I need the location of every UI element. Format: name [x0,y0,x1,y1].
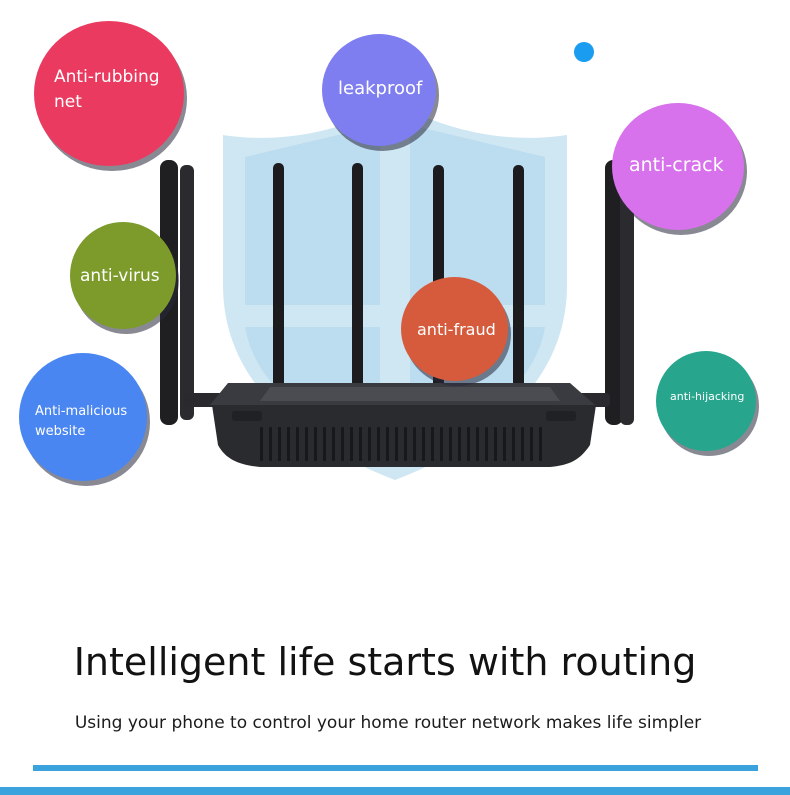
anti-hijacking-label: anti-hijacking [670,390,745,403]
anti-hijacking-bubble: anti-hijacking [656,351,756,451]
anti-malicious-website-bubble: Anti-malicious website [19,353,147,481]
headline: Intelligent life starts with routing [73,640,697,684]
bottom-bar [0,787,790,795]
anti-rubbing-net-bubble: Anti-rubbing net [34,21,184,166]
anti-virus-label: anti-virus [80,266,160,286]
blue-dot-decoration [574,42,594,62]
anti-fraud-bubble: anti-fraud [401,277,508,381]
anti-virus-bubble: anti-virus [70,222,176,329]
leakproof-label: leakproof [338,78,423,99]
leakproof-bubble: leakproof [322,34,436,146]
router-image [160,160,634,467]
divider-line [33,765,758,771]
anti-fraud-label: anti-fraud [417,320,496,339]
anti-crack-bubble: anti-crack [612,103,744,230]
anti-crack-label: anti-crack [629,154,724,176]
subline: Using your phone to control your home ro… [74,713,702,733]
anti-malicious-website-label: Anti-malicious website [35,404,128,439]
anti-rubbing-net-label: Anti-rubbing net [54,67,160,112]
